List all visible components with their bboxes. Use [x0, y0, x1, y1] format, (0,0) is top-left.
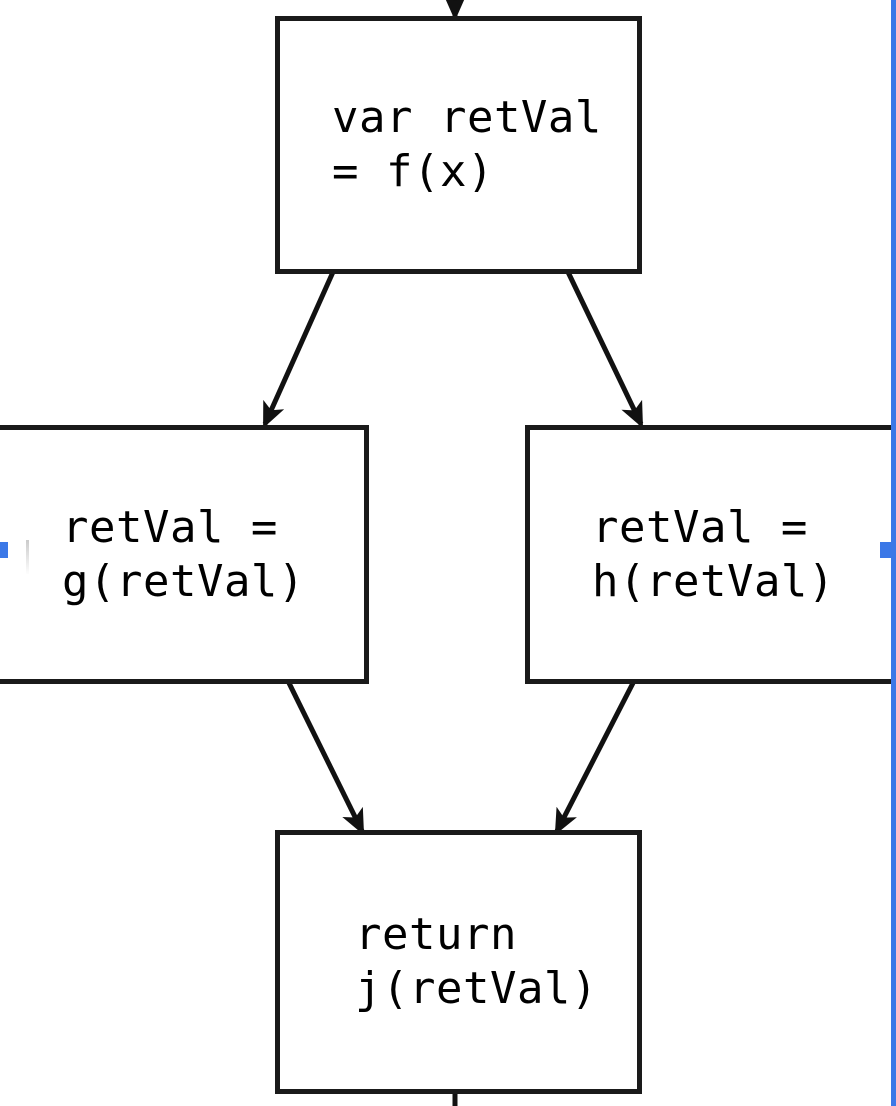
node-assign-f-label: var retVal = f(x) [332, 92, 602, 197]
text-caret [26, 540, 29, 574]
edge-f-to-h [565, 270, 644, 429]
edge-h-to-j [554, 681, 636, 836]
node-assign-g-label: retVal = g(retVal) [62, 501, 305, 607]
selection-handle-right[interactable] [880, 542, 896, 558]
node-assign-h-label: retVal = h(retVal) [592, 501, 835, 607]
edge-g-to-j [286, 681, 365, 836]
edge-f-to-g [262, 270, 336, 429]
node-assign-g[interactable]: retVal = g(retVal) [0, 425, 369, 684]
node-assign-h[interactable]: retVal = h(retVal) [525, 425, 896, 684]
selection-handle-left[interactable] [0, 542, 8, 558]
node-assign-f[interactable]: var retVal = f(x) [275, 16, 642, 274]
node-return-j-label: return j(retVal) [355, 909, 598, 1014]
node-return-j[interactable]: return j(retVal) [275, 830, 642, 1094]
